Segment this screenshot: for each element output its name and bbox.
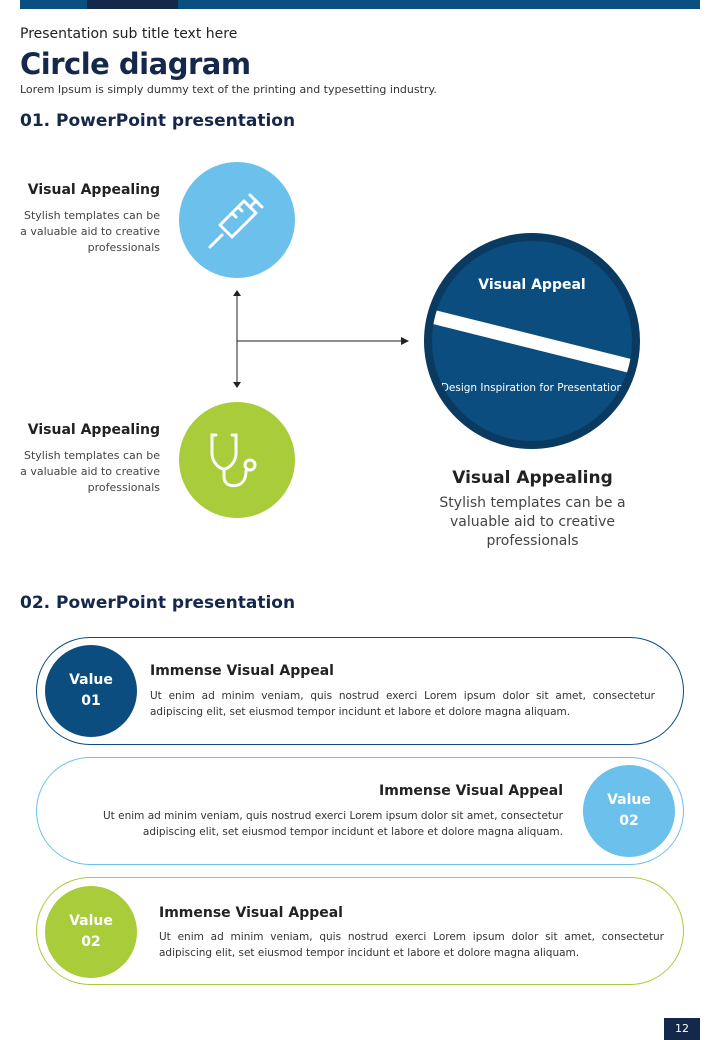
top-bar-accent: [87, 0, 178, 9]
caption-text: Stylish templates can be a valuable aid …: [439, 495, 626, 549]
badge-label: Value: [69, 672, 113, 688]
syringe-icon: [208, 193, 264, 249]
badge-number: 02: [81, 934, 101, 950]
value-row-2: Value 02 Immense Visual Appeal Ut enim ad…: [36, 757, 684, 865]
label-text: Stylish templates can be a valuable aid …: [20, 449, 160, 494]
value-badge: Value 02: [583, 765, 675, 857]
row-text: Ut enim ad minim veniam, quis nostrud ex…: [102, 810, 563, 838]
subtitle: Presentation sub title text here: [20, 26, 238, 42]
section2-heading: 02. PowerPoint presentation: [20, 593, 296, 613]
big-circle: Visual Appeal Design Inspiration for Pre…: [424, 233, 640, 449]
row-text: Ut enim ad minim veniam, quis nostrud ex…: [159, 931, 664, 959]
badge-label: Value: [69, 913, 113, 929]
label-title: Visual Appealing: [27, 182, 160, 198]
value-badge: Value 01: [45, 645, 137, 737]
row-title: Immense Visual Appeal: [150, 663, 334, 679]
row-title: Immense Visual Appeal: [379, 783, 563, 799]
label-text: Stylish templates can be a valuable aid …: [20, 209, 160, 254]
row-text: Ut enim ad minim veniam, quis nostrud ex…: [150, 690, 655, 718]
value-badge: Value 02: [45, 886, 137, 978]
value-row-3: Value 02 Immense Visual Appeal Ut enim ad…: [36, 877, 684, 985]
caption-title: Visual Appealing: [452, 468, 613, 488]
value-row-1: Value 01 Immense Visual Appeal Ut enim ad…: [36, 637, 684, 745]
label-title: Visual Appealing: [27, 422, 160, 438]
syringe-circle: [179, 162, 295, 278]
top-bar: [20, 0, 700, 9]
page-number: 12: [664, 1018, 700, 1040]
page-description: Lorem Ipsum is simply dummy text of the …: [20, 83, 437, 96]
section1-heading: 01. PowerPoint presentation: [20, 111, 296, 131]
row-title: Immense Visual Appeal: [159, 905, 343, 921]
big-circle-title: Visual Appeal: [478, 277, 586, 293]
stethoscope-icon: [210, 433, 257, 488]
page-title: Circle diagram: [20, 47, 251, 81]
big-circle-subtitle: Design Inspiration for Presentation: [440, 382, 624, 394]
connector-arrows: [233, 290, 409, 388]
badge-label: Value: [607, 792, 651, 808]
divider-stripe: [432, 305, 632, 383]
stethoscope-circle: [179, 402, 295, 518]
badge-number: 01: [81, 693, 101, 709]
badge-number: 02: [619, 813, 639, 829]
